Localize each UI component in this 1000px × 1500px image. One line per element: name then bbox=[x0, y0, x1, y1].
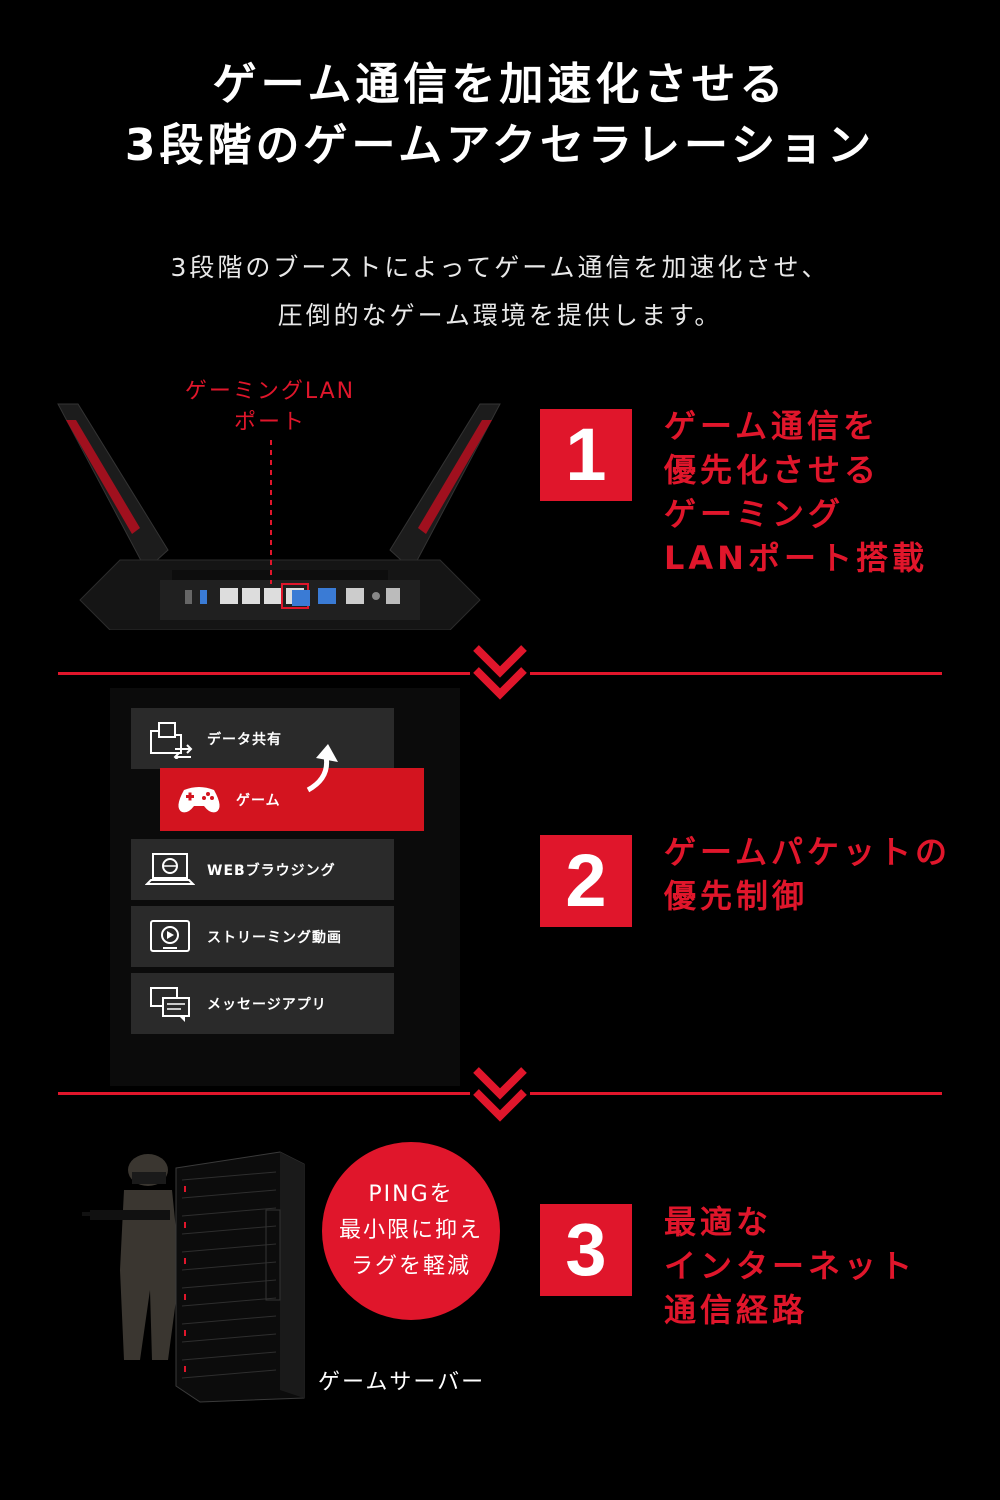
step-3-line: 通信経路 bbox=[664, 1291, 809, 1329]
app-label-streaming: ストリーミング動画 bbox=[207, 929, 342, 946]
step-3-number: 3 bbox=[540, 1204, 632, 1296]
step-1-number: 1 bbox=[540, 409, 632, 501]
arrow-up-icon bbox=[306, 744, 338, 793]
app-label-game: ゲーム bbox=[236, 792, 281, 809]
lan-label-line1: ゲーミングLAN bbox=[184, 379, 356, 404]
server-label: ゲームサーバー bbox=[318, 1370, 486, 1395]
ping-line: 最小限に抑え bbox=[338, 1218, 483, 1243]
app-row-game: ゲーム bbox=[160, 768, 424, 831]
chevron-down-icon bbox=[470, 1064, 530, 1126]
step-1-line: LANポート搭載 bbox=[664, 539, 928, 577]
page-title-line2: 3段階のゲームアクセラレーション bbox=[124, 120, 876, 171]
gamepad-icon bbox=[178, 786, 220, 812]
ping-line: ラグを軽減 bbox=[350, 1254, 471, 1279]
lan-label-line2: ポート bbox=[233, 410, 306, 435]
step-1-line: ゲーム通信を bbox=[664, 407, 880, 445]
app-row-web: WEBブラウジング bbox=[131, 839, 394, 900]
file-share-icon bbox=[150, 721, 193, 759]
step-1-line: 優先化させる bbox=[664, 451, 881, 489]
game-server-illustration bbox=[82, 1151, 305, 1403]
chevron-down-icon bbox=[470, 642, 530, 704]
app-label-data-share: データ共有 bbox=[207, 731, 282, 748]
app-row-streaming: ストリーミング動画 bbox=[131, 906, 394, 967]
ping-line: PINGを bbox=[368, 1182, 454, 1207]
page-title-line1: ゲーム通信を加速化させる bbox=[212, 59, 788, 110]
step-2-number: 2 bbox=[540, 835, 632, 927]
step-3-text: 最適な インターネット 通信経路 bbox=[664, 1200, 916, 1332]
ping-badge: PINGを 最小限に抑え ラグを軽減 bbox=[322, 1142, 500, 1320]
laptop-globe-icon bbox=[145, 852, 195, 885]
subtitle-line2: 圧倒的なゲーム環境を提供します。 bbox=[277, 301, 723, 330]
step-2-text: ゲームパケットの 優先制御 bbox=[664, 830, 951, 918]
step-3-line: 最適な bbox=[664, 1203, 773, 1241]
video-play-icon bbox=[150, 919, 190, 952]
chat-bubble-icon bbox=[150, 986, 190, 1022]
step-2-line: ゲームパケットの bbox=[664, 833, 952, 871]
step-3-line: インターネット bbox=[664, 1247, 917, 1285]
router-illustration bbox=[57, 403, 501, 630]
soldier-icon bbox=[82, 1154, 180, 1360]
subtitle-line1: 3段階のブーストによってゲーム通信を加速化させ、 bbox=[170, 253, 830, 282]
step-2-line: 優先制御 bbox=[664, 877, 809, 915]
app-row-data-share: データ共有 bbox=[131, 708, 394, 769]
step-1-line: ゲーミング bbox=[664, 495, 845, 533]
app-label-web: WEBブラウジング bbox=[207, 862, 336, 879]
app-label-messaging: メッセージアプリ bbox=[207, 996, 327, 1013]
app-row-messaging: メッセージアプリ bbox=[131, 973, 394, 1034]
step-1-text: ゲーム通信を 優先化させる ゲーミング LANポート搭載 bbox=[664, 404, 928, 580]
